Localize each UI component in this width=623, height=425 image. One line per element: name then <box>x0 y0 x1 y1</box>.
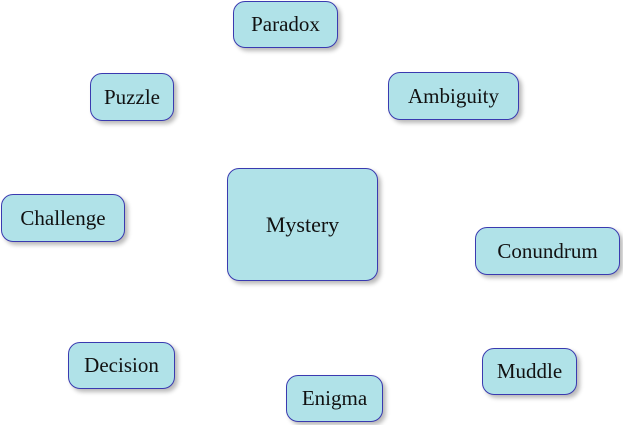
center-node-label: Mystery <box>265 211 340 237</box>
node-label-puzzle: Puzzle <box>104 84 160 109</box>
node-challenge: Challenge <box>1 194 125 242</box>
center-node-mystery: Mystery <box>227 168 378 281</box>
node-paradox: Paradox <box>233 1 338 48</box>
node-ambiguity: Ambiguity <box>388 72 519 120</box>
node-label-challenge: Challenge <box>20 205 106 230</box>
node-label-paradox: Paradox <box>251 12 320 36</box>
node-label-muddle: Muddle <box>496 359 563 383</box>
node-label-decision: Decision <box>84 353 159 377</box>
node-label-conundrum: Conundrum <box>497 238 598 263</box>
node-puzzle: Puzzle <box>90 73 174 121</box>
node-label-ambiguity: Ambiguity <box>407 83 499 108</box>
node-label-enigma: Enigma <box>301 386 368 410</box>
node-muddle: Muddle <box>482 348 577 395</box>
node-decision: Decision <box>68 342 175 389</box>
node-enigma: Enigma <box>286 375 383 422</box>
node-conundrum: Conundrum <box>475 227 620 275</box>
